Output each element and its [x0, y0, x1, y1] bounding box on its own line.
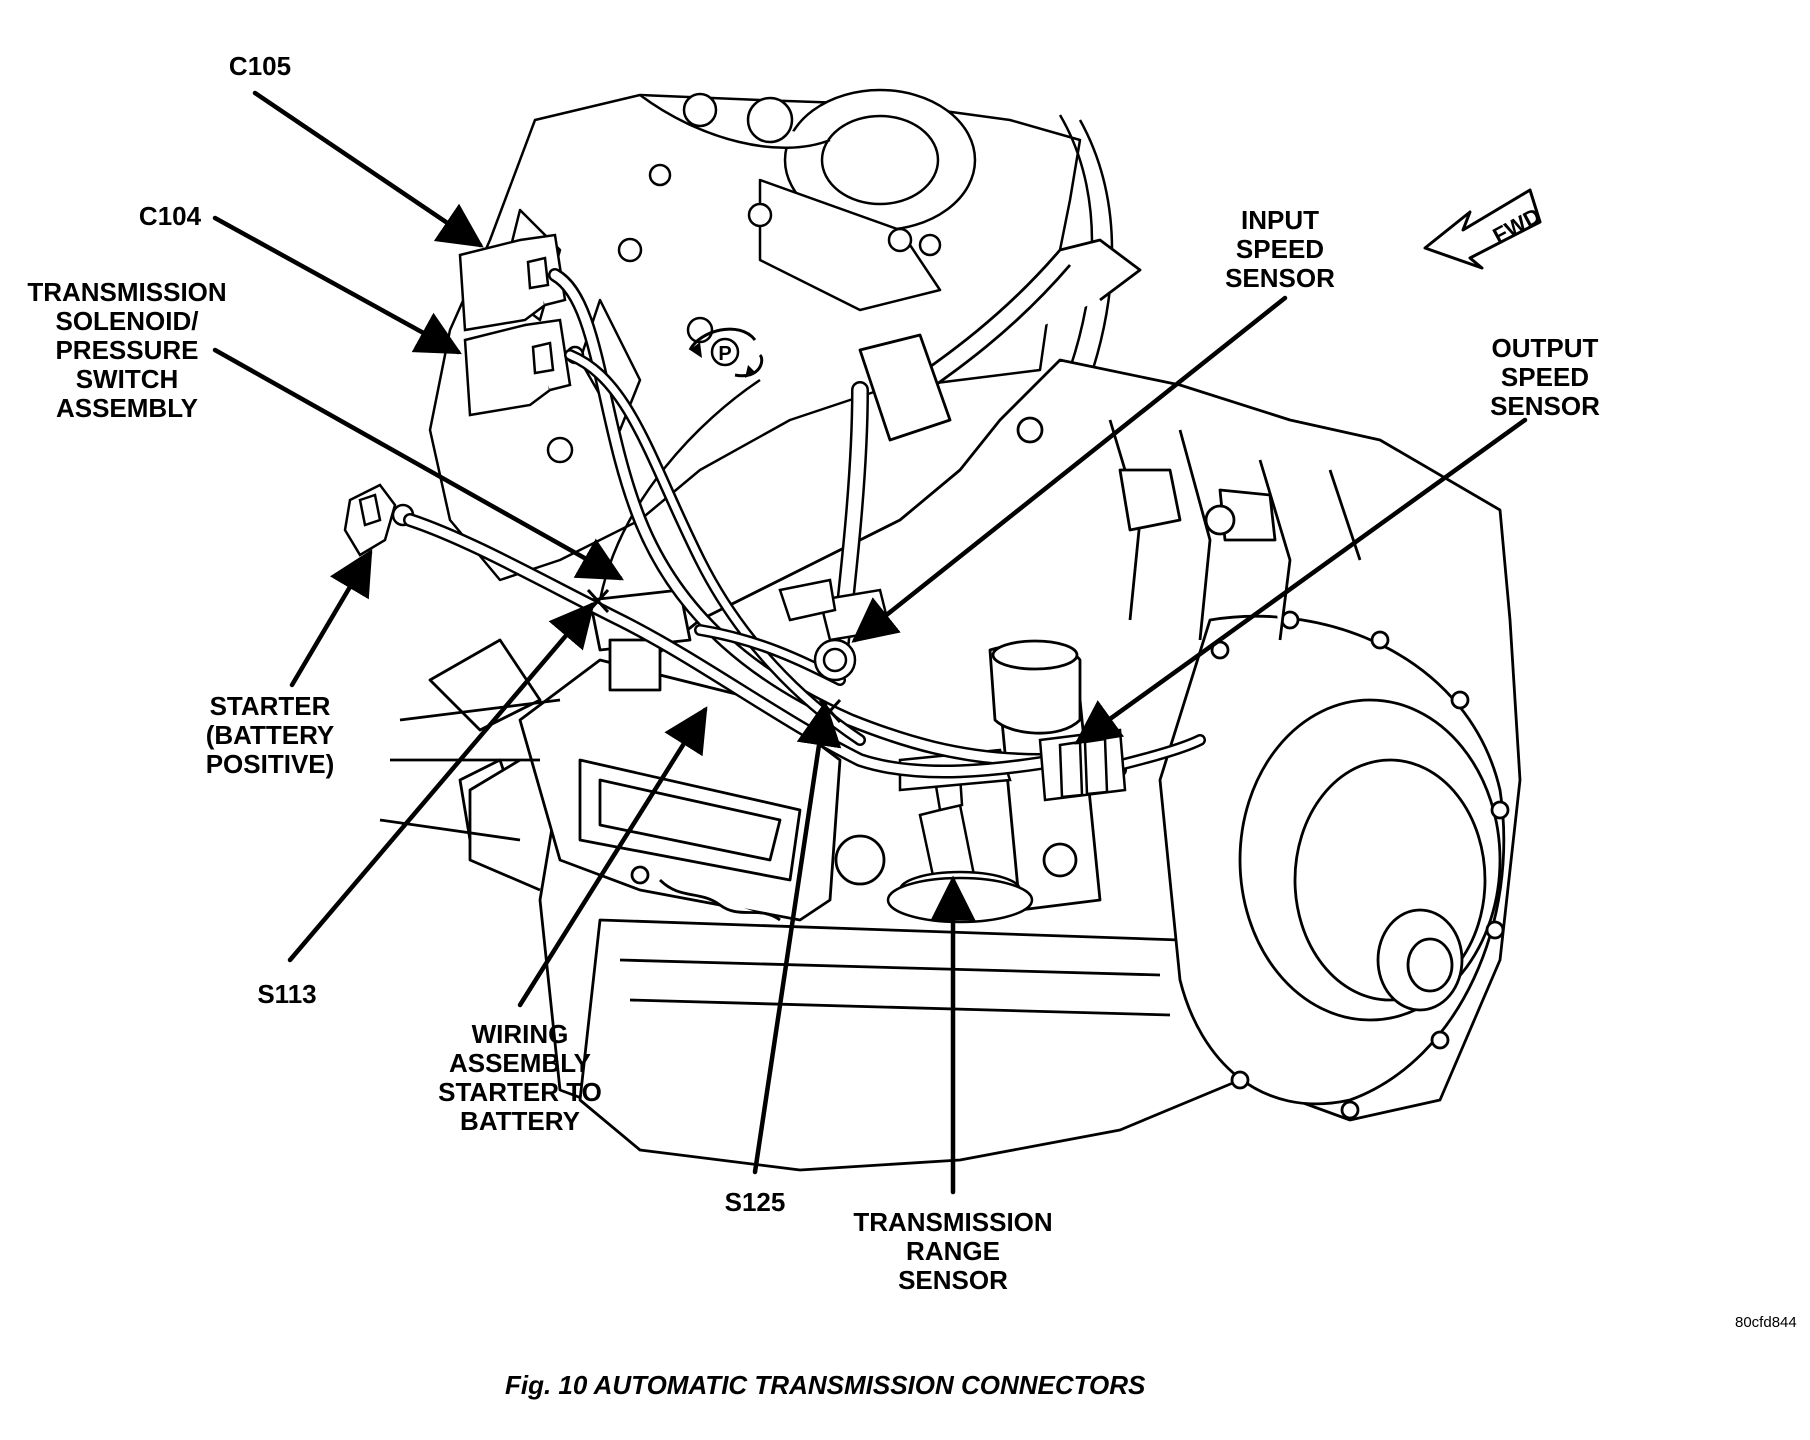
park-letter: P [718, 343, 731, 365]
label-input-speed-sensor: INPUT SPEED SENSOR [1225, 205, 1335, 293]
leader-input-speed [851, 295, 1288, 643]
label-starter-battery-positive: STARTER (BATTERY POSITIVE) [205, 691, 335, 779]
label-transmission-range-sensor: TRANSMISSION RANGE SENSOR [853, 1207, 1053, 1295]
transmission-case [538, 238, 1522, 1172]
label-s113: S113 [257, 979, 317, 1009]
label-c105: C105 [228, 51, 292, 81]
leader-starter [289, 549, 373, 688]
label-s125: S125 [724, 1187, 786, 1217]
park-symbol-icon: P [688, 327, 764, 378]
label-solenoid-assembly: TRANSMISSION SOLENOID/ PRESSURE SWITCH A… [27, 277, 227, 423]
leader-output-speed [1074, 417, 1528, 745]
starter-connector-part [343, 483, 415, 557]
connector-c105-body [458, 233, 567, 332]
figure-code: 80cfd844 [1735, 1314, 1797, 1331]
figure-caption: Fig. 10 AUTOMATIC TRANSMISSION CONNECTOR… [505, 1370, 1146, 1400]
leader-s125 [752, 700, 842, 1175]
leader-s113 [287, 601, 595, 963]
leader-solenoid [212, 347, 624, 581]
leader-c105 [252, 90, 484, 248]
leader-c104 [212, 215, 462, 355]
control-module [379, 588, 886, 922]
splice-marks [586, 588, 842, 724]
label-c104: C104 [138, 201, 202, 231]
label-wiring-assembly: WIRING ASSEMBLY STARTER TO BATTERY [438, 1019, 602, 1136]
leader-wiring [517, 706, 708, 1008]
fwd-arrow-icon: FWD [1423, 188, 1545, 270]
connector-c104-body [463, 318, 585, 417]
label-output-speed-sensor: OUTPUT SPEED SENSOR [1490, 333, 1600, 421]
leader-lines [212, 90, 1528, 1195]
